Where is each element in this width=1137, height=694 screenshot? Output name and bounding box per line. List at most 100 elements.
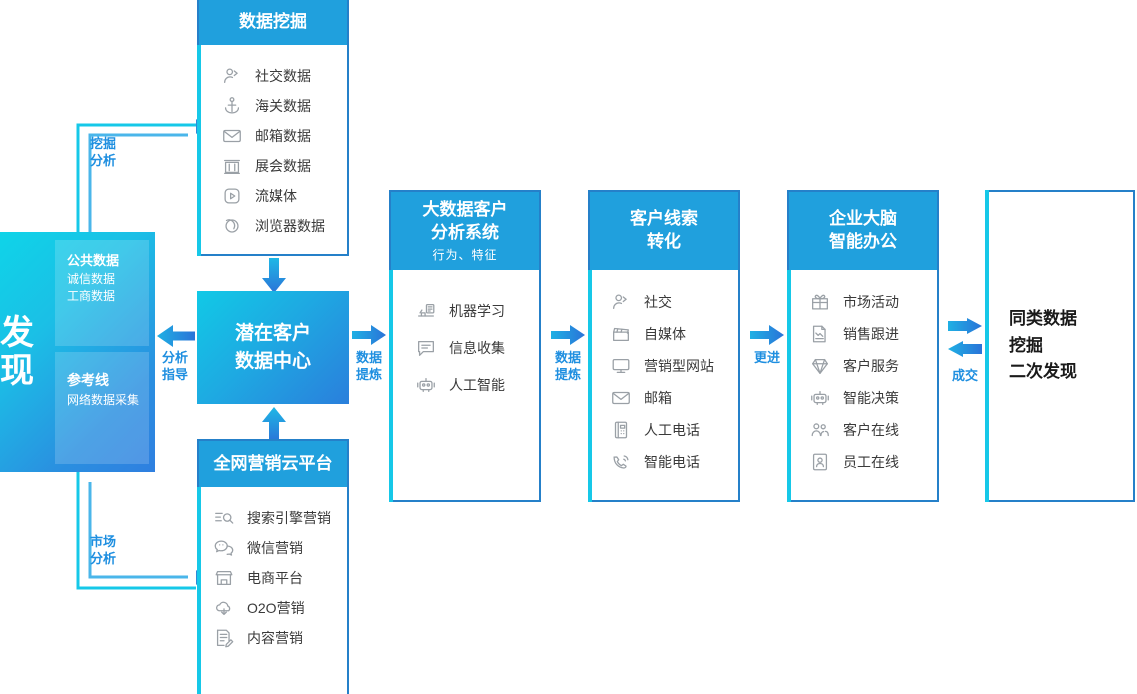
discovery-card-line: 工商数据 [67,289,116,304]
list-item[interactable]: 电商平台 [213,563,347,593]
list-item-label: 社交 [644,294,672,310]
list-item-label: 邮箱 [644,390,672,406]
browser-orbit-icon [221,215,243,237]
list-item-label: O2O营销 [247,600,305,616]
search-list-icon [213,507,235,529]
list-item-label: 销售跟进 [843,326,899,342]
list-item[interactable]: 内容营销 [213,623,347,653]
card-subtitle: 行为、特征 [432,248,498,263]
hub-potential-customer-data-center: 潜在客户 数据中心 [197,291,349,404]
card-data-mining: 数据挖掘 社交数据 海关数据 邮箱数据 展会数据 流媒体 [197,0,349,256]
desk-phone-icon [610,419,632,441]
hub-line2: 数据中心 [234,350,311,372]
analysis-guidance-label: 分析 指导 [156,350,194,384]
list-item[interactable]: 社交 [610,286,738,318]
list-item[interactable]: 市场活动 [809,286,937,318]
list-item-label: 人工智能 [449,376,505,393]
list-item-label: 员工在线 [843,454,899,470]
list-item[interactable]: 自媒体 [610,318,738,350]
analysis-guidance-line2: 指导 [161,366,188,382]
card-enterprise-brain: 企业大脑 智能办公 市场活动 销售跟进 客户服务 智能决策 客户在线 [787,190,939,502]
list-item[interactable]: 浏览器数据 [221,211,347,241]
loop-top-label-line2: 分析 [90,152,117,168]
arrow-follow-up [750,325,784,345]
envelope-icon [610,387,632,409]
list-item[interactable]: 邮箱数据 [221,121,347,151]
loop-bottom-label: 市场 分析 [90,534,116,568]
machine-learning-icon [415,300,437,322]
list-item-label: 搜索引擎营销 [247,510,331,526]
loop-bottom-label-line2: 分析 [90,550,117,566]
document-pen-icon [213,627,235,649]
data-refine-2-line1: 数据 [554,350,581,365]
sales-report-icon [809,323,831,345]
card-accent-strip [197,45,201,256]
list-item-label: 浏览器数据 [255,218,325,234]
data-refine-1-line1: 数据 [355,350,382,365]
diamond-icon [809,355,831,377]
list-item-label: 市场活动 [843,294,899,310]
exhibition-booth-icon [221,155,243,177]
media-play-icon [221,185,243,207]
list-item[interactable]: 邮箱 [610,382,738,414]
list-item[interactable]: 销售跟进 [809,318,937,350]
secondary-discovery-line1: 同类数据 [1009,309,1077,329]
list-item[interactable]: 智能电话 [610,446,738,478]
data-refine-2-label: 数据 提炼 [551,350,585,384]
list-item[interactable]: 社交数据 [221,61,347,91]
list-item[interactable]: 营销型网站 [610,350,738,382]
discovery-card-title: 公共数据 [67,253,120,268]
list-item[interactable]: 客户在线 [809,414,937,446]
wechat-icon [213,537,235,559]
list-item[interactable]: O2O营销 [213,593,347,623]
analysis-guidance-line1: 分析 [161,350,188,365]
loop-top-label-line1: 挖掘 [90,136,117,151]
robot-ai-icon [415,374,437,396]
storefront-icon [213,567,235,589]
clapperboard-icon [610,323,632,345]
envelope-icon [221,125,243,147]
list-item-label: 机器学习 [449,302,505,319]
discovery-title: 发现 [0,313,34,390]
card-bigdata-analysis-system: 大数据客户 分析系统 行为、特征 机器学习 信息收集 人工智能 [389,190,541,502]
list-item-label: 电商平台 [247,570,303,586]
social-user-icon [610,291,632,313]
list-item-label: 展会数据 [255,158,311,174]
secondary-discovery-line2: 挖掘 [1009,335,1043,355]
employee-badge-icon [809,451,831,473]
list-item[interactable]: 流媒体 [221,181,347,211]
list-item-label: 客户在线 [843,422,899,438]
list-item[interactable]: 海关数据 [221,91,347,121]
card-enterprise-brain-header: 企业大脑 智能办公 [789,192,937,270]
cloud-o2o-icon [213,597,235,619]
list-item[interactable]: 微信营销 [213,533,347,563]
list-item-label: 流媒体 [255,188,297,204]
card-accent-strip [588,270,592,502]
list-item[interactable]: 机器学习 [415,292,539,329]
list-item[interactable]: 展会数据 [221,151,347,181]
follow-up-label: 更进 [748,350,786,367]
card-lead-conversion: 客户线索 转化 社交 自媒体 营销型网站 邮箱 人工电话 [588,190,740,502]
customers-online-icon [809,419,831,441]
list-item[interactable]: 智能决策 [809,382,937,414]
arrow-deal-bidirectional [948,318,982,357]
info-collect-icon [415,337,437,359]
hub-line1: 潜在客户 [234,322,311,344]
card-bigdata-analysis-header: 大数据客户 分析系统 行为、特征 [391,192,539,270]
list-item-label: 微信营销 [247,540,303,556]
loop-top-label: 挖掘 分析 [90,136,116,170]
list-item[interactable]: 人工电话 [610,414,738,446]
gift-icon [809,291,831,313]
list-item[interactable]: 人工智能 [415,366,539,403]
loop-bottom-label-line1: 市场 [90,534,117,549]
list-item[interactable]: 客户服务 [809,350,937,382]
card-title: 数据挖掘 [239,11,307,31]
list-item-label: 社交数据 [255,68,311,84]
monitor-icon [610,355,632,377]
list-item[interactable]: 员工在线 [809,446,937,478]
list-item[interactable]: 搜索引擎营销 [213,503,347,533]
list-item[interactable]: 信息收集 [415,329,539,366]
list-item-label: 自媒体 [644,326,686,342]
list-item-label: 智能电话 [644,454,700,470]
